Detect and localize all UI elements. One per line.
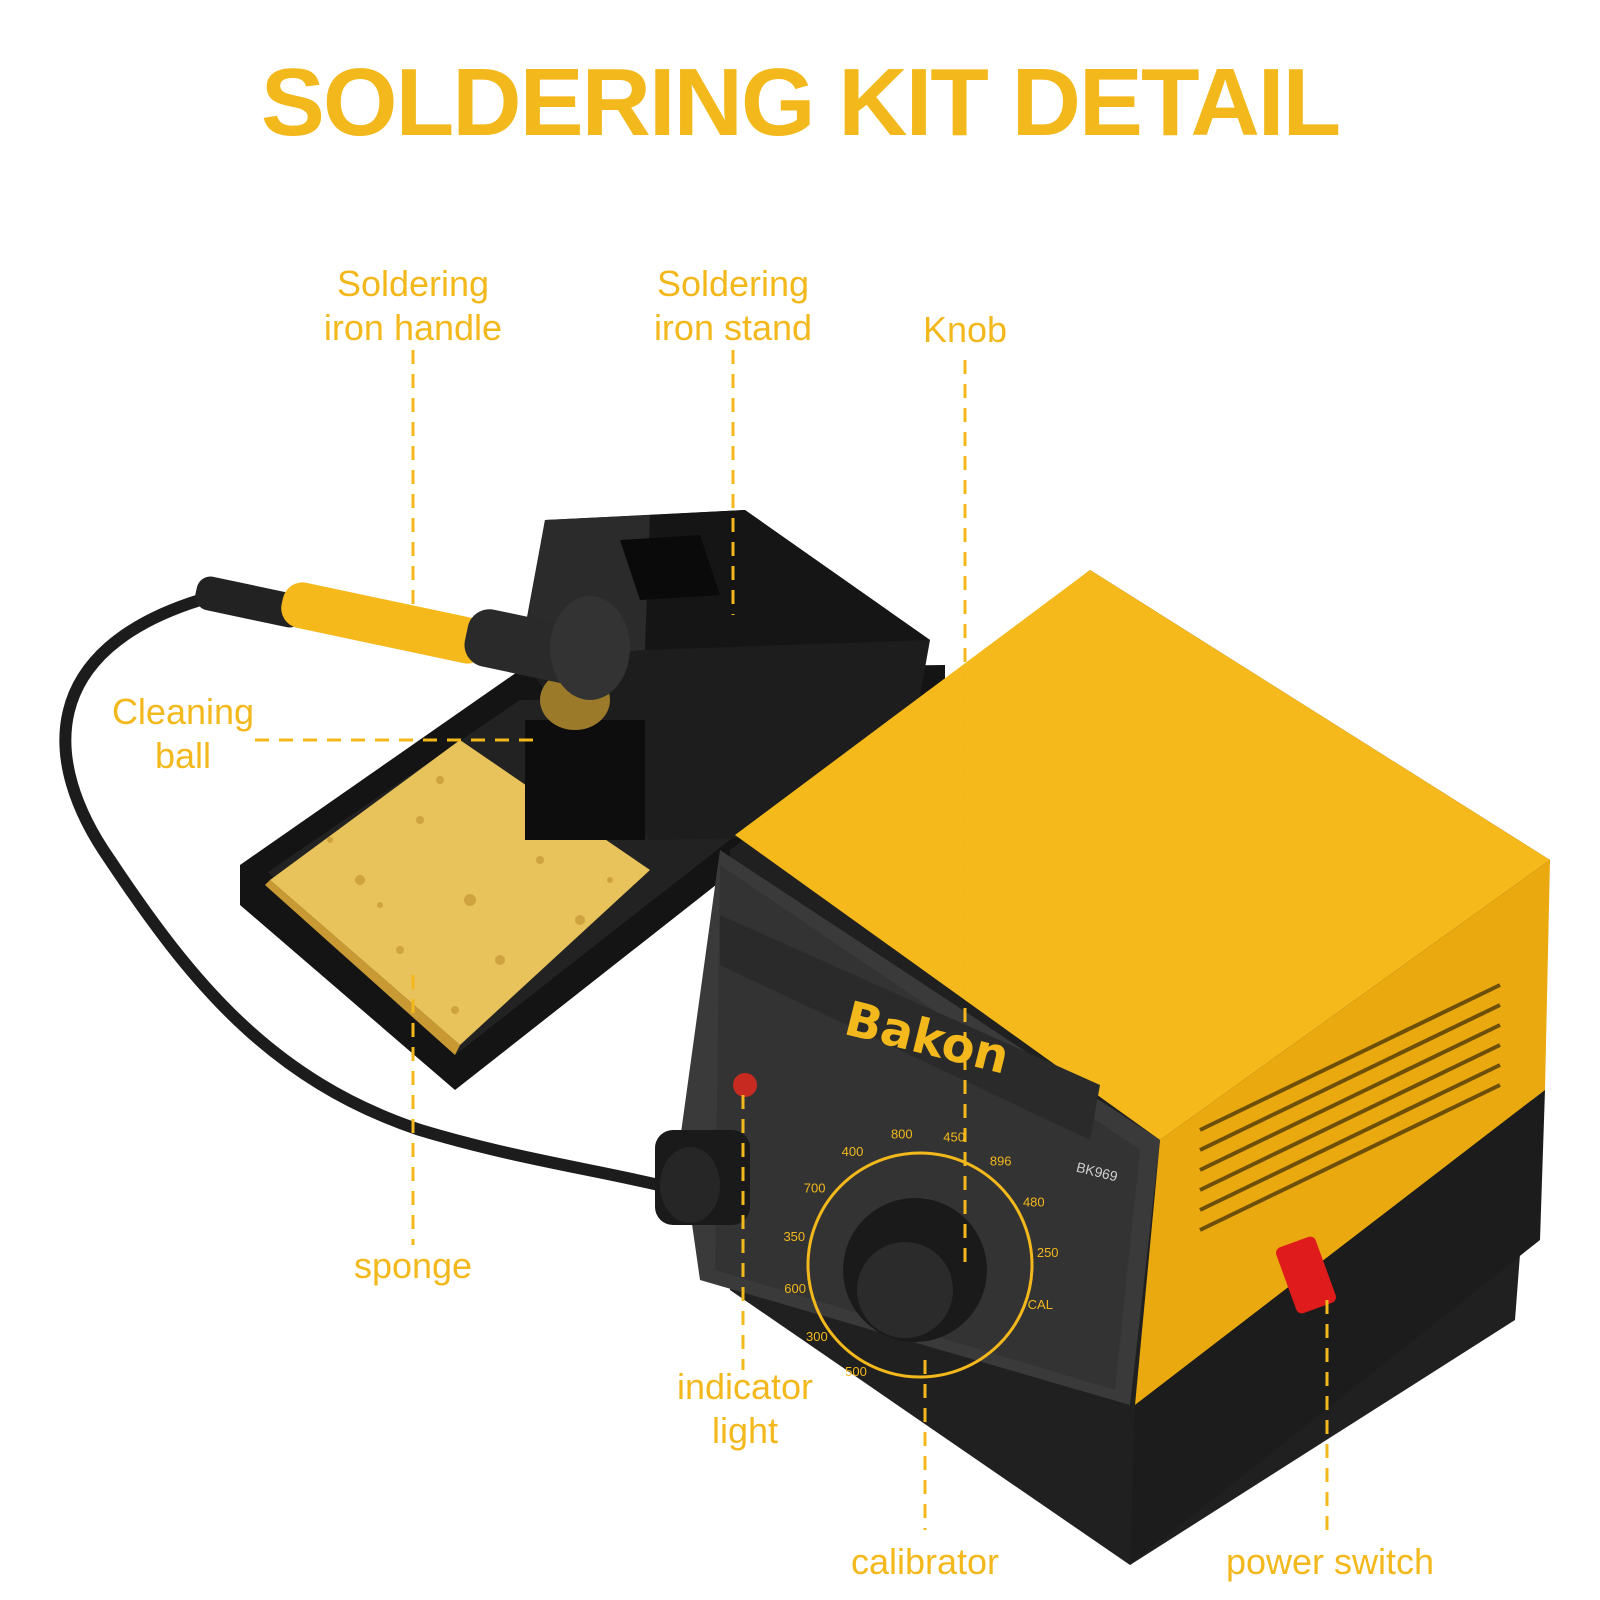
power-cable — [59, 594, 686, 1196]
dial-tick-label: 800 — [891, 1126, 913, 1141]
dial-tick-label: 450 — [943, 1130, 965, 1145]
indicator-light-illustration — [733, 1073, 757, 1097]
label-cleaning-ball: Cleaning ball — [111, 691, 255, 776]
dial-tick-label: 480 — [1023, 1194, 1045, 1209]
station-body — [655, 570, 1550, 1565]
dial-tick-label: 350 — [783, 1229, 805, 1244]
label-sponge: sponge — [353, 1245, 473, 1286]
dial-tick-label: 700 — [804, 1180, 826, 1195]
page-title: SOLDERING KIT DETAIL — [260, 49, 1341, 156]
label-calibrator: calibrator — [850, 1541, 1000, 1582]
label-indicator-light: indicator light — [676, 1366, 814, 1451]
dial-tick-label: 250 — [1037, 1245, 1059, 1260]
label-knob: Knob — [922, 309, 1008, 350]
dial-tick-label: 500 — [845, 1364, 867, 1379]
label-power-switch: power switch — [1225, 1541, 1435, 1582]
dial-tick-label: 896 — [990, 1154, 1012, 1169]
dial-tick-label: 600 — [784, 1281, 806, 1296]
dial-tick-label: 300 — [806, 1329, 828, 1344]
label-soldering-iron-handle: Soldering iron handle — [323, 263, 503, 348]
soldering-iron — [195, 576, 630, 700]
power-switch-illustration — [1275, 1236, 1337, 1314]
dial-tick-label: 400 — [842, 1144, 864, 1159]
label-soldering-iron-stand: Soldering iron stand — [653, 263, 813, 348]
callout-lines — [255, 350, 1329, 1530]
dial-tick-label: CAL — [1028, 1297, 1053, 1312]
